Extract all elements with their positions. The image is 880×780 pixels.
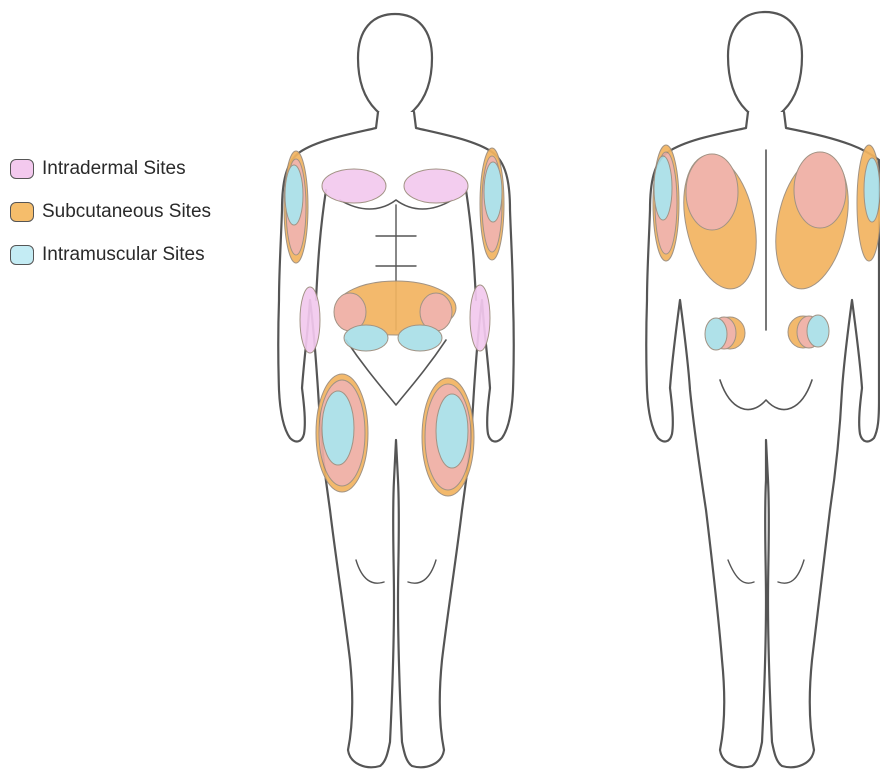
- scapular-intradermal-left: [686, 154, 738, 230]
- front-head: [358, 14, 432, 120]
- lower-abdomen-intramuscular-left: [344, 325, 388, 351]
- upper-arm-intramuscular-right: [864, 158, 880, 222]
- deltoid-intramuscular-left: [285, 165, 303, 225]
- deltoid-intramuscular-right: [484, 162, 502, 222]
- back-head: [728, 12, 802, 120]
- pectoral-intradermal-left: [322, 169, 386, 203]
- lower-abdomen-intramuscular-right: [398, 325, 442, 351]
- thigh-intramuscular-right: [436, 394, 468, 468]
- pectoral-intradermal-right: [404, 169, 468, 203]
- back-figure: [646, 12, 879, 767]
- thigh-intramuscular-left: [322, 391, 354, 465]
- upper-arm-intramuscular-left: [654, 156, 672, 220]
- front-figure: [278, 14, 514, 767]
- forearm-intradermal-left: [300, 287, 320, 353]
- gluteal-intramuscular-left: [705, 318, 727, 350]
- scapular-intradermal-right: [794, 152, 846, 228]
- forearm-intradermal-right: [470, 285, 490, 351]
- gluteal-intramuscular-right: [807, 315, 829, 347]
